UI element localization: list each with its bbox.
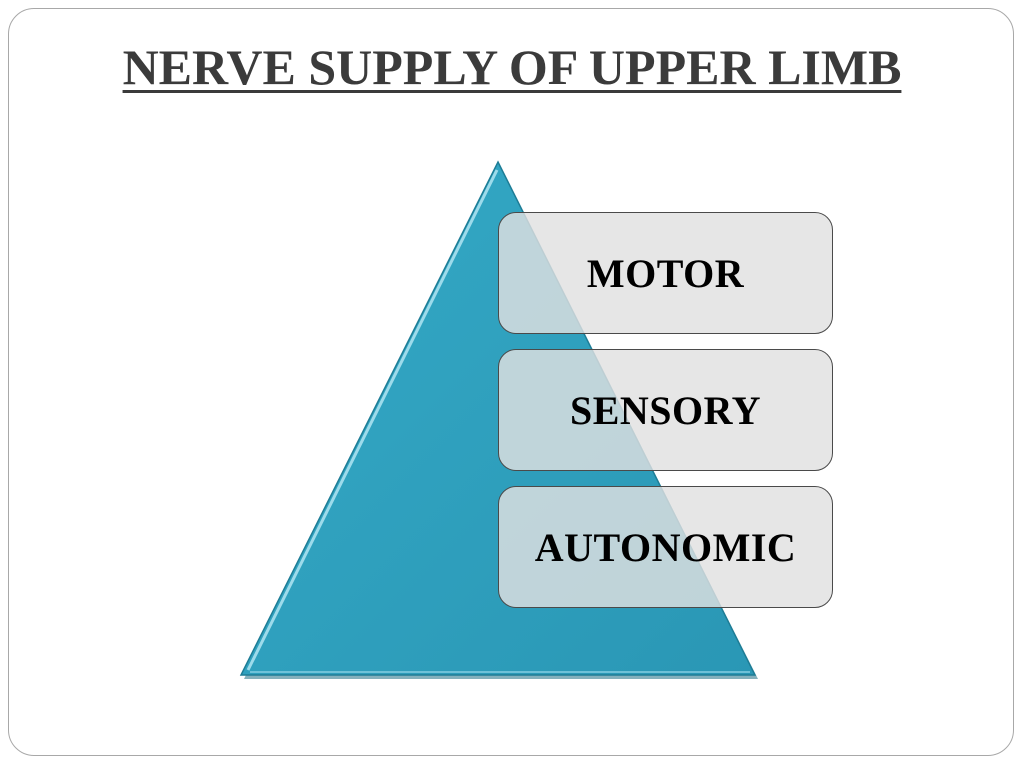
level-label-motor: MOTOR <box>586 250 745 296</box>
level-label-autonomic: AUTONOMIC <box>534 524 797 570</box>
level-box-autonomic: AUTONOMIC <box>498 486 833 608</box>
level-label-sensory: SENSORY <box>569 387 762 433</box>
slide-title: NERVE SUPPLY OF UPPER LIMB <box>122 39 902 95</box>
level-box-sensory: SENSORY <box>498 349 833 471</box>
pyramid-highlight-left <box>246 169 499 671</box>
level-box-motor: MOTOR <box>498 212 833 334</box>
